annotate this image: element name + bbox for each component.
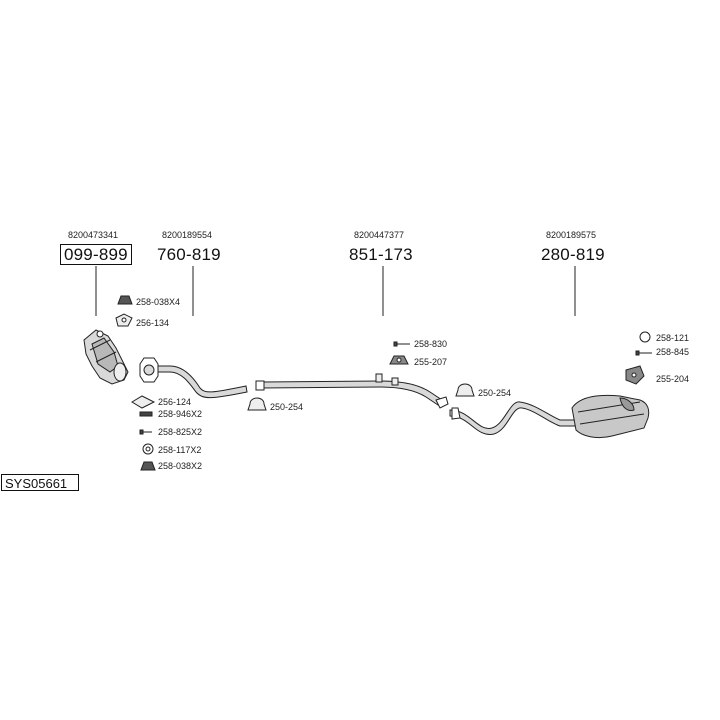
rubber-mount-255-207-icon [389, 355, 409, 365]
leader-lines [95, 266, 576, 316]
bolt-258-946x2-icon [139, 411, 153, 417]
hanger-255-204-icon [625, 365, 645, 385]
ring-258-121-icon [639, 331, 651, 343]
clamp-250-254-left-icon [247, 397, 267, 411]
accessory-label: 258-825X2 [158, 427, 203, 437]
accessory-label: 258-038X4 [136, 297, 181, 307]
part-number-middle-pipe[interactable]: 851-173 [349, 245, 413, 264]
oem-number-rear-silencer: 8200189575 [546, 230, 597, 240]
part-number-catalytic[interactable]: 099-899 [60, 244, 132, 265]
accessory-label: 258-121 [656, 333, 690, 343]
part-number-rear-silencer[interactable]: 280-819 [541, 245, 605, 264]
clamp-250-254-right-icon [455, 383, 475, 397]
bolt-258-825x2-icon [139, 429, 152, 435]
system-code-label: SYS05661 [1, 474, 79, 491]
accessory-label: 258-946X2 [158, 409, 203, 419]
accessory-label: 256-134 [136, 318, 170, 328]
accessory-label: 250-254 [478, 388, 512, 398]
part-number-front-pipe[interactable]: 760-819 [157, 245, 221, 264]
catalytic-converter-part[interactable] [83, 329, 129, 385]
bolt-258-845-icon [635, 350, 652, 356]
oem-number-catalytic: 8200473341 [68, 230, 119, 240]
accessory-label: 256-124 [158, 397, 192, 407]
ring-258-117x2-icon [142, 443, 154, 455]
accessory-label: 258-845 [656, 347, 690, 357]
rear-silencer-part[interactable] [449, 394, 650, 439]
gasket-256-134-icon [115, 313, 133, 327]
oem-number-front-pipe: 8200189554 [162, 230, 213, 240]
bolt-258-830-icon [393, 341, 410, 347]
accessory-label: 255-204 [656, 374, 690, 384]
gasket-256-124-icon [131, 395, 156, 409]
nut-258-038x4-icon [117, 295, 133, 305]
middle-pipe-part[interactable] [255, 373, 449, 409]
nut-258-038x2-icon [140, 461, 156, 471]
accessory-label: 255-207 [414, 357, 448, 367]
front-pipe-part[interactable] [139, 357, 248, 399]
accessory-label: 258-038X2 [158, 461, 203, 471]
accessory-label: 250-254 [270, 402, 304, 412]
oem-number-middle-pipe: 8200447377 [354, 230, 405, 240]
accessory-label: 258-830 [414, 339, 448, 349]
accessory-label: 258-117X2 [158, 445, 202, 455]
